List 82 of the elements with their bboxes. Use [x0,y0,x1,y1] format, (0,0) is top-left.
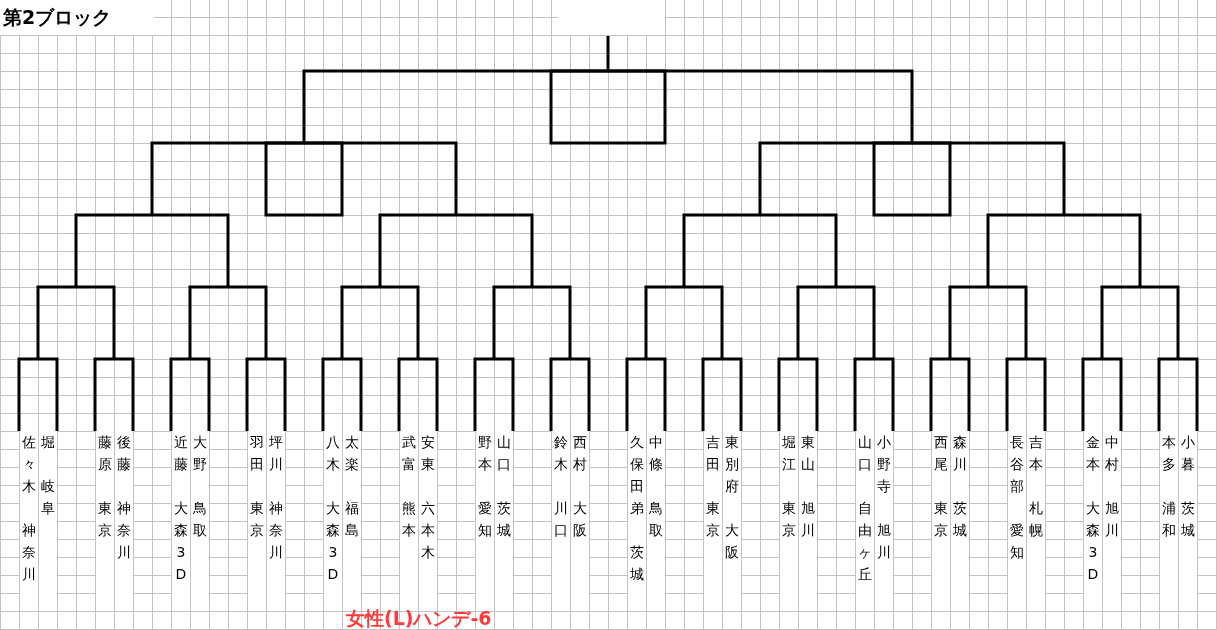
player-name: 長谷部 [1010,433,1024,496]
player-name: 中條 [649,433,663,474]
bracket-line [93,357,135,431]
player-club: 茨城 [630,543,644,584]
bracket-line [473,357,515,431]
player-club: 川口 [554,499,568,540]
player-name: 山口 [497,433,511,474]
bracket-line [321,357,363,431]
player-name: 小暮 [1181,433,1195,474]
player-name: 野本 [478,433,492,474]
player-name: 安東 [421,433,435,474]
player-club: 茨城 [497,499,511,540]
player-name: 中村 [1105,433,1119,474]
player-club: 六本木 [421,499,435,562]
player-name: 武富 [402,433,416,474]
player-club: 茨城 [1181,499,1195,540]
player-club: 大阪 [573,499,587,540]
player-name: 東山 [801,433,815,474]
player-club: 旭川 [877,521,891,562]
bracket-line [17,357,59,431]
bracket-line [1157,357,1199,431]
player-club: 大森3D [326,499,340,584]
player-club: 東京 [782,499,796,540]
player-name: 八木 [326,433,340,474]
bracket-line [1005,357,1047,431]
player-club: 東京 [250,499,264,540]
player-name: 羽田 [250,433,264,474]
player-name: 久保田弟 [630,433,644,518]
player-name: 後藤 [117,433,131,474]
player-club: 大森3D [1086,499,1100,584]
player-name: 藤原 [98,433,112,474]
bracket-line [853,357,895,431]
player-name: 堀江 [782,433,796,474]
player-club: 岐阜 [41,477,55,518]
player-club: 神奈川 [117,499,131,562]
bracket-line [245,357,287,431]
player-club: 札幌 [1029,499,1043,540]
bracket-line [1081,357,1123,431]
player-name: 吉本 [1029,433,1043,474]
player-club: 鳥取 [649,499,663,540]
player-club: 大阪 [725,521,739,562]
player-club: 自由ヶ丘 [858,499,872,584]
player-name: 佐々木 [22,433,36,496]
bracket-line [701,357,743,431]
category-note: 女性(L)ハンデ-6 [346,607,492,629]
player-club: 浦和 [1162,499,1176,540]
player-name: 金本 [1086,433,1100,474]
player-name: 鈴木 [554,433,568,474]
bracket-line [397,357,439,431]
player-name: 堀 [41,433,55,452]
player-club: 福島 [345,499,359,540]
player-club: 大森3D [174,499,188,584]
player-club: 愛知 [478,499,492,540]
player-club: 神奈川 [269,499,283,562]
player-club: 熊本 [402,499,416,540]
player-name: 太楽 [345,433,359,474]
bracket-line [777,357,819,431]
player-club: 愛知 [1010,521,1024,562]
player-name: 西尾 [934,433,948,474]
player-name: 近藤 [174,433,188,474]
player-name: 森川 [953,433,967,474]
title: 第2ブロック [3,5,112,29]
player-name: 大野 [193,433,207,474]
player-name: 西村 [573,433,587,474]
bracket-line [929,357,971,431]
player-name: 坪川 [269,433,283,474]
player-club: 旭川 [1105,499,1119,540]
bracket-line [549,357,591,431]
player-club: 東京 [98,499,112,540]
player-club: 東京 [706,499,720,540]
player-club: 鳥取 [193,499,207,540]
player-name: 小野寺 [877,433,891,496]
player-club: 神奈川 [22,521,36,584]
player-name: 東別府 [725,433,739,496]
player-club: 東京 [934,499,948,540]
bracket-line [169,357,211,431]
player-name: 山口 [858,433,872,474]
player-name: 本多 [1162,433,1176,474]
bracket-line [625,357,667,431]
player-club: 旭川 [801,499,815,540]
player-name: 吉田 [706,433,720,474]
player-club: 茨城 [953,499,967,540]
